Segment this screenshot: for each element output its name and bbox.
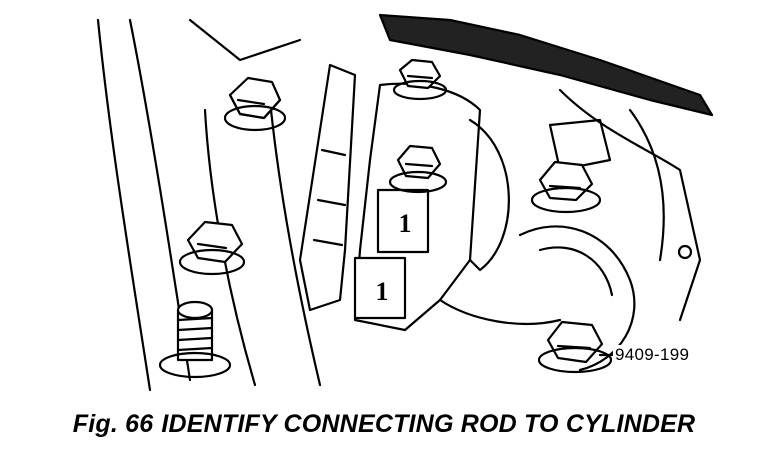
cap-number-upper: 1 [399, 209, 412, 238]
bolt-right-upper [530, 160, 602, 214]
bearing-cap-lower [438, 298, 562, 326]
crank-journal [518, 225, 636, 372]
counterweight [468, 118, 510, 272]
bolt-cap-mid [388, 144, 448, 194]
rod-body [298, 63, 357, 312]
bolt-cap-top [392, 58, 448, 101]
block-left-edge [96, 18, 152, 392]
part-reference-number: 9409-199 [613, 345, 692, 365]
rod-cap-outline [353, 82, 482, 332]
caption-text: IDENTIFY CONNECTING ROD TO CYLINDER [161, 410, 696, 438]
bolt-mid-left [178, 220, 246, 276]
left-web-2 [268, 98, 322, 387]
gasket-strip [378, 13, 714, 117]
engine-illustration: 1 1 [96, 13, 714, 392]
block-right-edge [558, 88, 702, 322]
stud-lower-left [158, 300, 232, 379]
small-hole [677, 244, 693, 260]
bolt-top-left [223, 76, 287, 132]
rod-web-lines [312, 148, 347, 247]
crank-journal-inner [538, 246, 614, 297]
block-right-inner [628, 108, 665, 262]
caption-figure-number: Fig. 66 [72, 410, 154, 438]
bolt-right-lower [537, 320, 613, 374]
cap-number-lower: 1 [376, 277, 389, 306]
left-rail [188, 18, 302, 62]
cap-label-plate-lower [353, 256, 407, 320]
cap-label-plate-upper [376, 188, 430, 254]
right-bracket [548, 118, 612, 172]
